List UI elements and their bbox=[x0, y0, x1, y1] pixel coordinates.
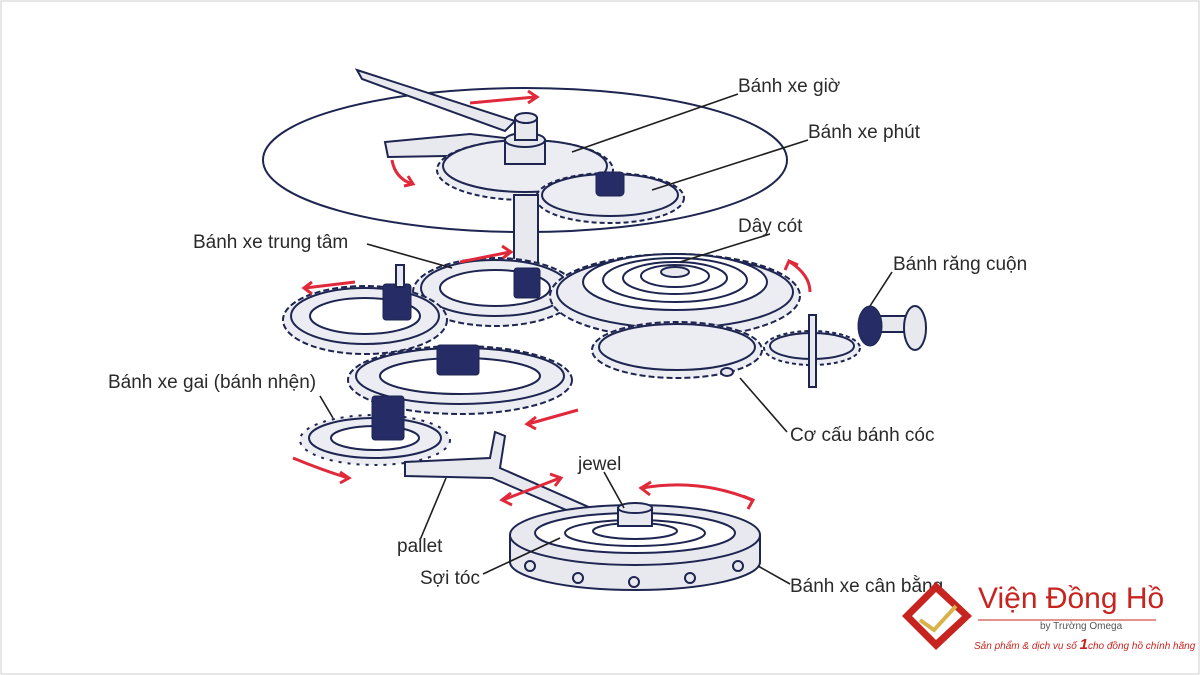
ratchet-wheel-gear bbox=[591, 321, 763, 379]
balance-wheel bbox=[509, 502, 761, 591]
pallet-fork bbox=[404, 430, 602, 524]
label-escape-wheel: Bánh xe gai (bánh nhện) bbox=[108, 372, 316, 393]
label-pallet: pallet bbox=[397, 536, 443, 557]
label-balance-wheel: Bánh xe cân bằng bbox=[790, 575, 943, 597]
vien-dong-ho-logo bbox=[902, 578, 1198, 670]
logo-tagline: Sản phẩm & dịch vụ số 1cho đồng hồ chính… bbox=[974, 636, 1196, 653]
label-hairspring: Sợi tóc bbox=[420, 568, 480, 589]
label-hour-wheel: Bánh xe giờ bbox=[738, 76, 840, 97]
third-wheel-gear bbox=[282, 264, 448, 355]
motion-arrows bbox=[292, 89, 812, 510]
cannon-pinion bbox=[504, 112, 546, 276]
mainspring-barrel bbox=[549, 253, 801, 339]
minute-wheel-gear bbox=[535, 171, 685, 224]
label-center-wheel: Bánh xe trung tâm bbox=[193, 232, 348, 253]
label-winding-pinion: Bánh răng cuộn bbox=[893, 254, 1027, 275]
minute-hand bbox=[354, 68, 517, 133]
label-mainspring: Dây cót bbox=[738, 216, 803, 237]
label-ratchet: Cơ cấu bánh cóc bbox=[790, 425, 935, 446]
leader-lines bbox=[319, 93, 893, 585]
center-wheel-gear bbox=[412, 257, 578, 327]
label-jewel: jewel bbox=[577, 454, 621, 475]
logo-brand-name: Viện Đồng Hồ bbox=[978, 582, 1165, 615]
label-minute-wheel: Bánh xe phút bbox=[808, 122, 921, 143]
logo-sub: by Trường Omega bbox=[1040, 621, 1123, 632]
escape-wheel-gear bbox=[299, 395, 451, 466]
crown-wheel-gear bbox=[763, 314, 861, 388]
